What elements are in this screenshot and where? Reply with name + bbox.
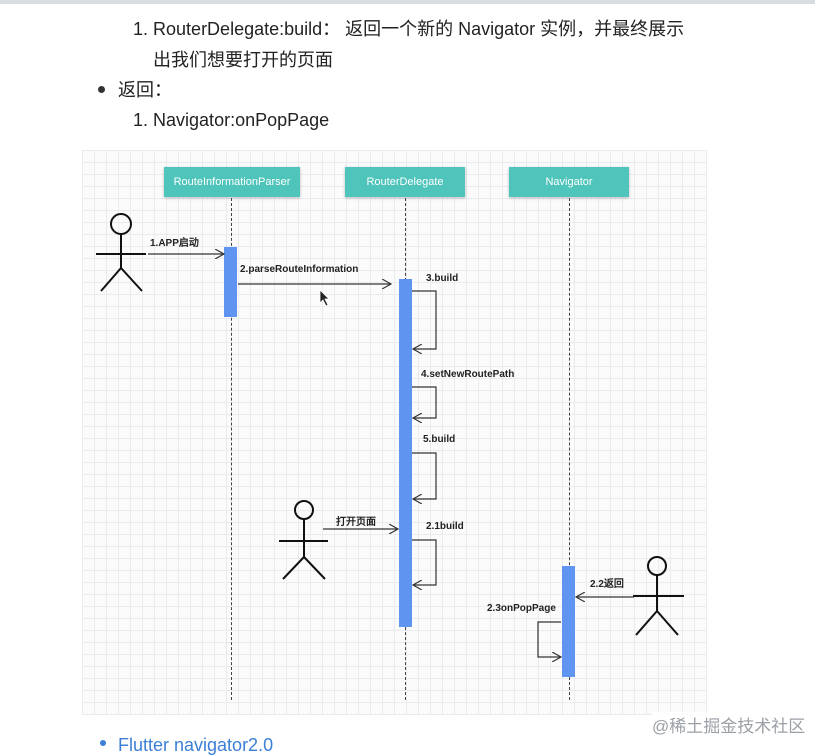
footer-bullet-dot — [100, 740, 106, 746]
ordered-item-2: 1. Navigator:onPopPage — [133, 108, 329, 132]
message-label-build-2: 5.build — [423, 434, 456, 445]
watermark: @稀土掘金技术社区 — [652, 712, 806, 737]
flutter-navigator-link[interactable]: Flutter navigator2.0 — [118, 735, 274, 755]
actor-user-icon — [633, 556, 684, 636]
lifeline-parser — [231, 198, 232, 700]
message-arrow-set-new-route-path — [412, 386, 437, 418]
bullet-dot — [98, 86, 105, 93]
ordered-item-2-text: Navigator:onPopPage — [153, 110, 330, 130]
message-label-app-start: 1.APP启动 — [150, 238, 199, 249]
actor-user-icon — [96, 213, 146, 292]
ordered-item-1-continuation: 出我们想要打开的页面 — [153, 50, 333, 70]
message-label-build: 3.build — [426, 273, 459, 284]
activation-delegate — [399, 279, 412, 627]
activation-parser — [224, 247, 237, 317]
ordered-item-1-text: RouterDelegate:build： 返回一个新的 Navigator 实… — [153, 19, 685, 39]
message-arrow-on-pop-page — [537, 621, 561, 657]
message-label-build-2-1: 2.1build — [426, 521, 464, 532]
message-arrow-build-self — [412, 290, 437, 349]
participant-route-information-parser: RouteInformationParser — [164, 167, 300, 197]
message-label-open-page: 打开页面 — [336, 517, 376, 528]
message-arrow-build-2-1 — [412, 539, 437, 585]
message-label-set-new-route-path: 4.setNewRoutePath — [421, 369, 515, 380]
ordered-item-1-number: 1. — [133, 19, 149, 39]
returns-heading: 返回： — [118, 80, 172, 100]
message-arrow-build-self-2 — [412, 452, 437, 499]
participant-router-delegate: RouterDelegate — [345, 167, 465, 197]
actor-user-icon — [279, 500, 328, 580]
activation-navigator — [562, 566, 575, 677]
ordered-item-2-number: 1. — [133, 110, 149, 130]
ordered-item-1: 1. RouterDelegate:build： 返回一个新的 Navigato… — [133, 17, 684, 41]
sequence-diagram: RouteInformationParser RouterDelegate Na… — [82, 150, 707, 715]
message-label-parse-route: 2.parseRouteInformation — [240, 264, 359, 275]
participant-navigator: Navigator — [509, 167, 629, 197]
lifeline-navigator — [569, 198, 570, 700]
message-label-return: 2.2返回 — [590, 579, 624, 590]
mouse-cursor-icon — [319, 289, 330, 307]
diagram-arrows-layer — [96, 213, 684, 715]
message-label-on-pop-page: 2.3onPopPage — [487, 603, 556, 614]
top-edge-strip — [0, 0, 815, 4]
